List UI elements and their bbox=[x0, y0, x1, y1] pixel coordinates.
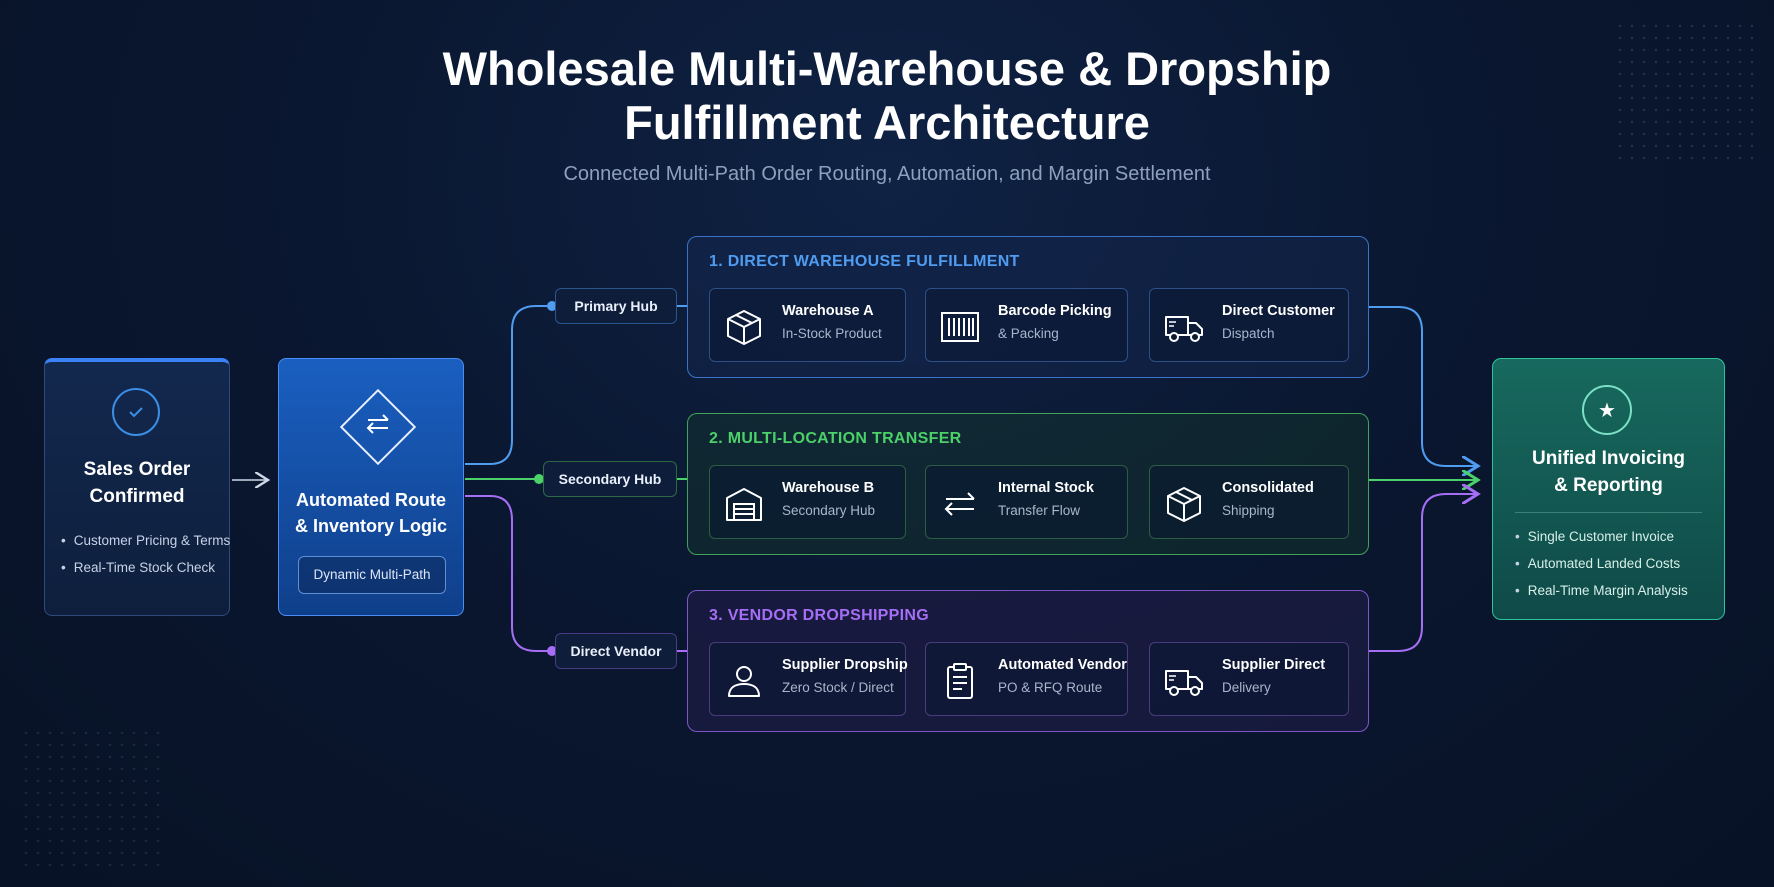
step-automated-vendor: Automated Vendor PO & RFQ Route bbox=[925, 642, 1128, 716]
step-internal-stock: Internal Stock Transfer Flow bbox=[925, 465, 1128, 539]
box-icon bbox=[727, 310, 761, 345]
step-title: Consolidated bbox=[1222, 480, 1314, 496]
lane-vendor-dropshipping: 3. VENDOR DROPSHIPPING Supplier Dropship… bbox=[687, 590, 1369, 732]
page-title-line-1: Wholesale Multi-Warehouse & Dropship bbox=[442, 42, 1332, 95]
step-title: Supplier Direct bbox=[1222, 657, 1326, 673]
person-icon bbox=[728, 666, 760, 697]
unified-title: Unified Invoicing & Reporting bbox=[1493, 445, 1724, 499]
primary-hub-label: Primary Hub bbox=[555, 288, 677, 324]
unified-title-line-1: Unified Invoicing bbox=[1531, 448, 1686, 469]
transfer-arrows-icon bbox=[944, 492, 975, 516]
unified-invoicing-card: ★ Unified Invoicing & Reporting Single C… bbox=[1492, 358, 1725, 620]
lane-direct-warehouse: 1. DIRECT WAREHOUSE FULFILLMENT Warehous… bbox=[687, 236, 1369, 378]
primary-hub-wire bbox=[465, 305, 552, 465]
sales-order-card: Sales Order Confirmed Customer Pricing &… bbox=[44, 358, 230, 616]
step-subtitle: PO & RFQ Route bbox=[998, 680, 1103, 695]
step-title: Warehouse B bbox=[782, 480, 875, 496]
step-subtitle: Secondary Hub bbox=[782, 503, 876, 518]
swap-arrows-icon bbox=[349, 409, 407, 446]
star-icon: ★ bbox=[1582, 385, 1632, 435]
step-subtitle: In-Stock Product bbox=[782, 326, 882, 341]
sales-order-title: Sales Order Confirmed bbox=[45, 456, 229, 510]
step-title: Automated Vendor bbox=[998, 657, 1127, 673]
route-title-line-2: & Inventory Logic bbox=[294, 516, 447, 536]
divider bbox=[1515, 512, 1702, 513]
secondary-hub-dot bbox=[534, 474, 544, 484]
step-warehouse-a: Warehouse A In-Stock Product bbox=[709, 288, 906, 362]
truck-icon bbox=[1165, 670, 1203, 696]
step-title: Direct Customer bbox=[1222, 303, 1335, 319]
clipboard-icon bbox=[947, 663, 973, 699]
unified-title-line-2: & Reporting bbox=[1554, 475, 1663, 496]
lane3-output-wire bbox=[1369, 494, 1478, 652]
page-title: Wholesale Multi-Warehouse & Dropship Ful… bbox=[0, 42, 1774, 150]
lane1-output-wire bbox=[1369, 306, 1478, 466]
decorative-dot-grid bbox=[20, 727, 160, 867]
sales-order-title-line-1: Sales Order bbox=[83, 459, 191, 480]
primary-hub-dot bbox=[547, 301, 557, 311]
vendor-hub-dot bbox=[547, 646, 557, 656]
dynamic-multi-path-badge: Dynamic Multi-Path bbox=[298, 556, 446, 594]
step-subtitle: Dispatch bbox=[1222, 326, 1275, 341]
decorative-dot-grid bbox=[1614, 20, 1754, 160]
sales-order-title-line-2: Confirmed bbox=[89, 486, 185, 507]
list-item: Real-Time Stock Check bbox=[61, 554, 230, 581]
lane-title: 3. VENDOR DROPSHIPPING bbox=[709, 607, 929, 624]
step-title: Warehouse A bbox=[782, 303, 874, 319]
automated-route-card: Automated Route & Inventory Logic Dynami… bbox=[278, 358, 464, 616]
step-title: Internal Stock bbox=[998, 480, 1094, 496]
list-item: Single Customer Invoice bbox=[1515, 523, 1688, 550]
step-subtitle: Delivery bbox=[1222, 680, 1271, 695]
route-title-line-1: Automated Route bbox=[296, 490, 446, 510]
page-title-line-2: Fulfillment Architecture bbox=[624, 96, 1150, 149]
list-item: Automated Landed Costs bbox=[1515, 550, 1688, 577]
step-subtitle: Shipping bbox=[1222, 503, 1275, 518]
step-subtitle: Transfer Flow bbox=[998, 503, 1081, 518]
step-barcode-picking: Barcode Picking & Packing bbox=[925, 288, 1128, 362]
step-direct-customer: Direct Customer Dispatch bbox=[1149, 288, 1349, 362]
step-warehouse-b: Warehouse B Secondary Hub bbox=[709, 465, 906, 539]
box-icon bbox=[1167, 487, 1201, 522]
page-subtitle: Connected Multi-Path Order Routing, Auto… bbox=[563, 163, 1211, 185]
sales-order-bullets: Customer Pricing & Terms Real-Time Stock… bbox=[61, 527, 231, 581]
step-subtitle: & Packing bbox=[998, 326, 1059, 341]
lane-multi-location: 2. MULTI-LOCATION TRANSFER Warehouse B S… bbox=[687, 413, 1369, 555]
list-item: Real-Time Margin Analysis bbox=[1515, 577, 1688, 604]
warehouse-icon bbox=[726, 488, 762, 521]
truck-icon bbox=[1165, 316, 1203, 342]
check-icon bbox=[112, 388, 160, 436]
route-title: Automated Route & Inventory Logic bbox=[279, 487, 463, 539]
lane-title: 2. MULTI-LOCATION TRANSFER bbox=[709, 430, 962, 447]
step-consolidated: Consolidated Shipping bbox=[1149, 465, 1349, 539]
barcode-icon bbox=[941, 312, 979, 342]
step-subtitle: Zero Stock / Direct bbox=[782, 680, 894, 695]
secondary-hub-label: Secondary Hub bbox=[543, 461, 677, 497]
step-title: Barcode Picking bbox=[998, 303, 1112, 319]
direct-vendor-label: Direct Vendor bbox=[555, 633, 677, 669]
step-title: Supplier Dropship bbox=[782, 657, 908, 673]
unified-bullets: Single Customer Invoice Automated Landed… bbox=[1515, 523, 1688, 604]
step-supplier-dropship: Supplier Dropship Zero Stock / Direct bbox=[709, 642, 908, 716]
vendor-wire bbox=[465, 495, 552, 652]
step-supplier-direct: Supplier Direct Delivery bbox=[1149, 642, 1349, 716]
lane-title: 1. DIRECT WAREHOUSE FULFILLMENT bbox=[709, 253, 1020, 270]
list-item: Customer Pricing & Terms bbox=[61, 527, 231, 554]
